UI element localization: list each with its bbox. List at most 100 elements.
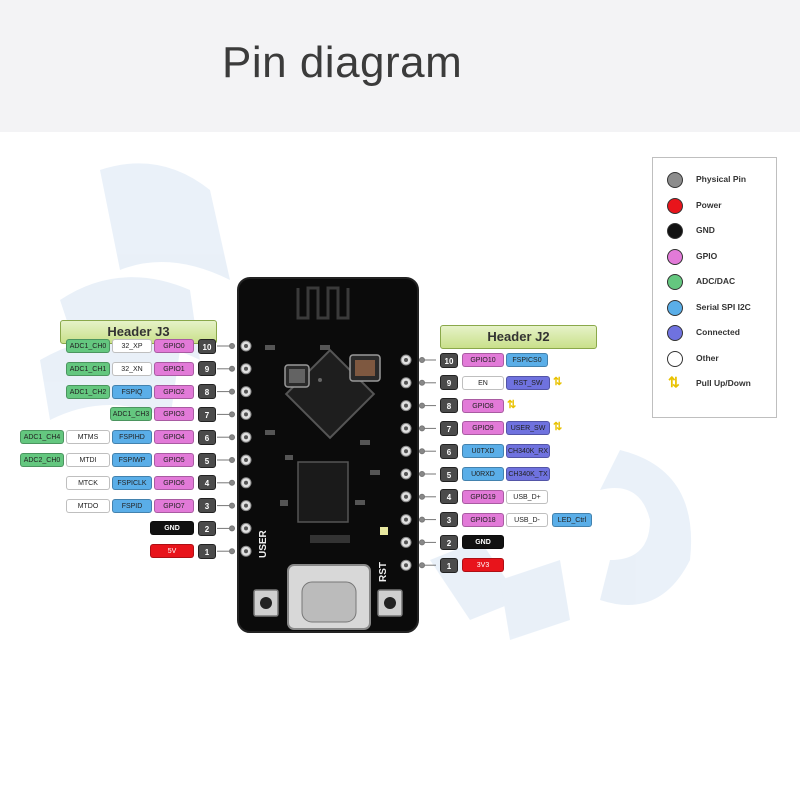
j3-pin-number: 4 [198,475,216,491]
j2-pin-label: CH340K_TX [506,467,550,481]
legend-swatch [667,299,683,316]
pin-hole-center [404,380,408,385]
legend-label: GND [696,225,715,235]
j2-pin-label: USB_D- [506,512,548,527]
j2-pin-label: CH340K_RX [506,444,550,459]
j3-pin-label: MTDI [66,453,110,467]
j2-pin-number: 7 [440,420,458,436]
antenna-trace [296,286,350,320]
pin-marker [419,516,425,523]
pin-hole-center [404,426,408,431]
j2-pin-number: 4 [440,489,458,505]
j3-pin-label: FSPICLK [112,475,152,490]
pin-hole-center [404,563,408,568]
j3-pin-number: 8 [198,384,216,400]
j2-pin-number: 8 [440,398,458,414]
legend-swatch [667,223,683,239]
pin-hole-center [404,540,408,545]
pin-hole-center [244,526,248,531]
j2-pin-label: USER_SW [506,421,550,436]
pin-hole-center [404,517,408,522]
j2-pin-number: 1 [440,557,458,573]
j2-pin-number: 6 [440,443,458,459]
j2-pin-label: U0RXD [462,467,504,481]
j2-pin-label: FSPICS0 [506,353,548,367]
j2-pin-label: 3V3 [462,558,504,573]
pin-hole-center [244,549,248,554]
j2-pin-number: 10 [440,352,458,368]
j2-pin-label: LED_Ctrl [552,512,592,527]
j2-pin-label: GPIO8 [462,398,504,413]
legend-label: Other [696,352,719,363]
pull-up-down-arrows-icon: ⇅ [507,398,517,411]
pin-marker [419,379,425,386]
j3-pin-label: FSPID [112,498,152,513]
j3-pin-label: GPIO1 [154,361,194,376]
j3-pin-label: FSPIWP [112,453,152,467]
j2-pin-label: GPIO10 [462,353,504,367]
pin-marker [419,562,425,569]
pin-marker [419,493,425,500]
legend-label: Pull Up/Down [696,378,751,388]
pull-up-down-arrows-icon: ⇅ [553,375,563,388]
j3-pin-label: ADC1_CH2 [66,384,110,399]
j2-pin-number: 5 [440,466,458,482]
pin-marker [229,434,235,441]
j2-pin-number: 9 [440,375,458,391]
title-band [0,0,800,132]
pin-marker [229,502,235,509]
pull-up-down-arrows-icon: ⇅ [553,421,563,434]
j3-pin-label: ADC1_CH3 [110,407,152,422]
j3-pin-label: 5V [150,544,194,559]
pin-marker [419,425,425,432]
j3-pin-label: GPIO4 [154,430,194,445]
pin-marker [419,448,425,455]
j3-pin-number: 5 [198,452,216,468]
j3-pin-number: 9 [198,361,216,377]
j3-pin-label: ADC1_CH0 [66,339,110,353]
legend-label: Serial SPI I2C [696,301,751,312]
pull-up-down-arrows-icon: ⇅ [668,374,680,390]
legend-label: Physical Pin [696,174,747,184]
pin-marker [229,525,235,532]
j2-pin-label: U0TXD [462,444,504,459]
j2-pin-label: RST_SW [506,375,550,390]
j2-pin-label: EN [462,375,504,390]
pin-marker [229,343,235,349]
pin-marker [229,548,235,555]
j3-pin-label: 32_XP [112,339,152,353]
pin-hole-center [244,366,248,371]
pin-hole-center [244,344,248,348]
j3-pin-label: ADC2_CH0 [20,453,64,467]
pin-hole-center [244,389,248,394]
j3-pin-label: GPIO2 [154,384,194,399]
pin-marker [419,471,425,477]
j3-pin-number: 7 [198,406,216,422]
legend-label: ADC/DAC [696,276,736,286]
legend-swatch [667,248,683,265]
j3-pin-label: GPIO0 [154,339,194,353]
pin-marker [419,402,425,409]
pin-hole-center [404,449,408,454]
j3-pin-label: FSPIHD [112,430,152,445]
pin-hole-center [404,472,408,476]
pin-marker [229,388,235,395]
page-title: Pin diagram [222,38,463,87]
pin-hole-center [244,412,248,417]
j3-pin-number: 6 [198,429,216,445]
pin-hole-center [244,435,248,440]
j2-pin-label: GPIO19 [462,489,504,504]
j2-pin-label: GPIO18 [462,512,504,527]
pin-marker [229,479,235,486]
leader-lines [217,343,436,569]
j3-pin-number: 1 [198,543,216,559]
j3-pin-number: 10 [198,338,216,354]
legend-swatch [667,350,683,367]
pin-marker [229,411,235,418]
pin-marker [419,539,425,546]
pin-hole-center [244,458,248,462]
legend-swatch [667,274,683,290]
j3-pin-label: GPIO7 [154,498,194,513]
